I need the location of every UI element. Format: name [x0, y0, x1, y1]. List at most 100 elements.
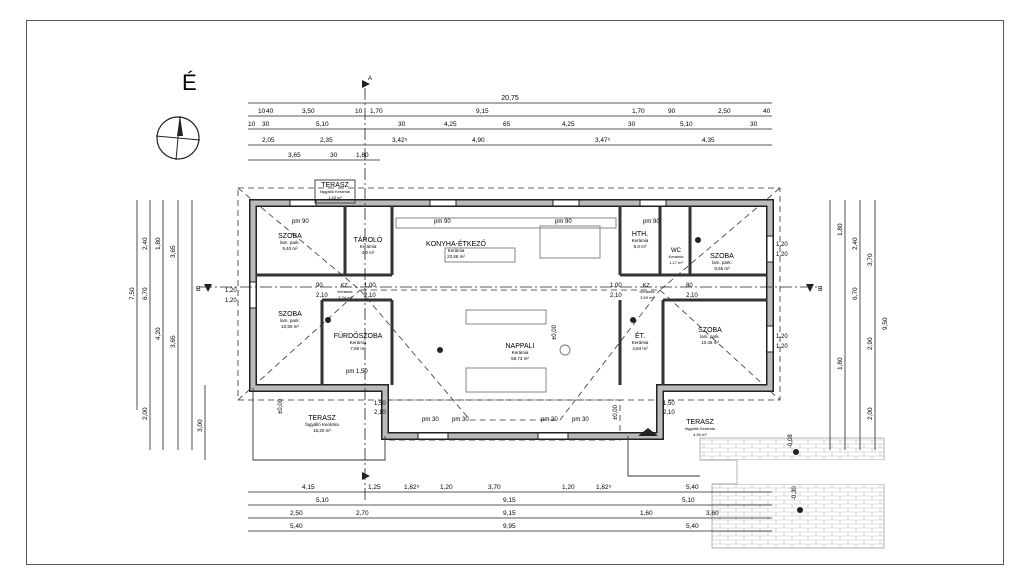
svg-text:3,70: 3,70: [867, 253, 874, 266]
dim-top-row5: 3,65 30 1,80: [288, 152, 369, 159]
outer-walls: [249, 199, 774, 440]
interior-walls: [256, 206, 767, 385]
svg-text:ÉT.: ÉT.: [635, 331, 645, 340]
svg-text:9,95: 9,95: [503, 523, 516, 530]
roof-outline: [237, 187, 781, 441]
svg-text:22,68 m²: 22,68 m²: [447, 254, 465, 259]
svg-text:2,10: 2,10: [663, 410, 675, 416]
svg-text:Kerámia: Kerámia: [632, 238, 649, 243]
svg-text:2,05: 2,05: [262, 137, 275, 144]
svg-text:4,90 m²: 4,90 m²: [693, 432, 707, 437]
svg-text:30: 30: [750, 121, 758, 128]
svg-text:lam. park.: lam. park.: [712, 260, 732, 265]
svg-text:3,59 m²: 3,59 m²: [640, 295, 654, 300]
svg-text:1,20: 1,20: [225, 298, 237, 304]
svg-text:30: 30: [262, 121, 270, 128]
svg-text:pm 90: pm 90: [434, 219, 451, 225]
section-line-a: [362, 80, 370, 500]
svg-text:10: 10: [258, 108, 266, 115]
svg-text:5,10: 5,10: [680, 121, 693, 128]
level-step2: -0,30: [792, 486, 798, 500]
svg-text:9,15: 9,15: [503, 510, 516, 517]
svg-text:1,00: 1,00: [610, 283, 622, 289]
dim-top-row2: 10 40 3,50 10 1,70 9,15 1,70 90 2,50 40: [258, 108, 771, 115]
svg-text:pm 90: pm 90: [643, 219, 660, 225]
svg-text:6,70: 6,70: [142, 287, 149, 300]
room-kz-1: KZ. Kerámia 3,24 m²: [338, 283, 354, 300]
svg-text:lam. park.: lam. park.: [280, 240, 300, 245]
svg-text:2,35: 2,35: [320, 137, 333, 144]
svg-text:30: 30: [330, 152, 338, 159]
room-tarolo: TÁROLÓ Kerámia 4,0 m²: [354, 235, 383, 255]
svg-text:1,17 m²: 1,17 m²: [669, 260, 683, 265]
svg-text:TERASZ: TERASZ: [321, 182, 349, 189]
svg-text:2,90: 2,90: [867, 337, 874, 350]
svg-text:3,65: 3,65: [170, 245, 177, 258]
level-terrace: ±0,00: [278, 398, 284, 414]
svg-text:2,00: 2,00: [142, 407, 149, 420]
svg-text:1,80: 1,80: [155, 237, 162, 250]
dim-bottom-row3: 2,50 2,70 9,15 1,60 3,60: [290, 510, 719, 517]
dim-right: 9,50 6,70 3,70 2,90 1,80 2,40 1,80 2,00: [837, 223, 889, 420]
svg-text:4,25: 4,25: [562, 121, 575, 128]
level-markers: [325, 237, 803, 513]
svg-text:Kerámia: Kerámia: [632, 340, 649, 345]
dim-left: 7,50 6,70 3,65 3,65 2,40 4,20 1,80 2,00 …: [129, 237, 204, 432]
svg-text:SZOBA: SZOBA: [710, 253, 734, 260]
level-step1: -0,08: [788, 434, 794, 448]
svg-text:KONYHA-ÉTKEZŐ: KONYHA-ÉTKEZŐ: [426, 239, 486, 248]
svg-text:SZOBA: SZOBA: [278, 233, 302, 240]
svg-text:NAPPALI: NAPPALI: [505, 343, 534, 350]
svg-text:Kerámia: Kerámia: [360, 244, 377, 249]
svg-text:3,65: 3,65: [170, 335, 177, 348]
svg-text:2,50: 2,50: [290, 510, 303, 517]
svg-text:1,20: 1,20: [440, 484, 453, 491]
svg-text:KZ.: KZ.: [643, 283, 652, 289]
svg-text:80: 80: [686, 283, 693, 289]
svg-text:pm 30: pm 30: [572, 417, 589, 423]
svg-text:4,20: 4,20: [155, 327, 162, 340]
svg-text:4,35: 4,35: [702, 137, 715, 144]
section-line-b: [200, 284, 820, 292]
svg-text:HTH.: HTH.: [632, 231, 648, 238]
room-furdoszoba: FÜRDŐSZOBA Kerámia 7,80 m²: [334, 331, 383, 351]
svg-text:1,20: 1,20: [776, 252, 788, 258]
svg-text:9,15: 9,15: [476, 108, 489, 115]
room-terasz-3: TERASZ fagyálló Kerámia 4,90 m²: [685, 419, 716, 437]
dim-top-row4: 2,05 2,35 3,42⁵ 4,90 3,47⁵ 4,35: [262, 137, 715, 144]
svg-text:1,25: 1,25: [368, 484, 381, 491]
dimension-lines: [136, 102, 876, 532]
dim-bottom-row4: 5,40 9,95 5,40: [290, 523, 699, 530]
svg-text:TERASZ: TERASZ: [308, 415, 336, 422]
svg-text:fagyálló Kerámia: fagyálló Kerámia: [685, 426, 716, 431]
dim-top-row3: 10 30 5,10 30 4,25 65 4,25 30 5,10 30: [248, 121, 758, 128]
opening-labels: pm 90 pm 90 pm 90 pm 90 pm 30 pm 30 pm 3…: [225, 219, 788, 423]
svg-text:1,20: 1,20: [776, 344, 788, 350]
svg-text:pm 30: pm 30: [452, 417, 469, 423]
svg-text:Kerámia: Kerámia: [669, 254, 685, 259]
room-hth: HTH. Kerámia 5,0 m²: [632, 231, 649, 249]
terrace-outline: [252, 179, 700, 477]
svg-text:Kerámia: Kerámia: [350, 340, 367, 345]
dim-top-total: 20,75: [501, 95, 519, 102]
svg-text:7,50: 7,50: [129, 287, 136, 300]
svg-text:1,82⁵: 1,82⁵: [596, 484, 612, 491]
svg-text:4,15: 4,15: [302, 484, 315, 491]
svg-text:1,50: 1,50: [374, 401, 386, 407]
svg-text:10: 10: [248, 121, 256, 128]
svg-text:2,10: 2,10: [686, 293, 698, 299]
room-terasz-2: TERASZ fagyálló Kerámia 16,20 m²: [305, 415, 339, 433]
north-label: É: [182, 70, 197, 95]
svg-text:2,40: 2,40: [852, 237, 859, 250]
room-konyha: KONYHA-ÉTKEZŐ Kerámia 22,68 m²: [426, 239, 486, 259]
room-szoba-3: SZOBA lam. park. 10,50 m²: [278, 311, 302, 329]
svg-text:pm 90: pm 90: [292, 219, 309, 225]
svg-text:1,80: 1,80: [837, 223, 844, 236]
svg-text:1,80: 1,80: [837, 357, 844, 370]
svg-text:2,00: 2,00: [867, 407, 874, 420]
svg-text:pm 1,50: pm 1,50: [346, 369, 368, 375]
svg-text:5,40: 5,40: [686, 523, 699, 530]
svg-text:1,80: 1,80: [356, 152, 369, 159]
svg-text:3,70: 3,70: [488, 484, 501, 491]
